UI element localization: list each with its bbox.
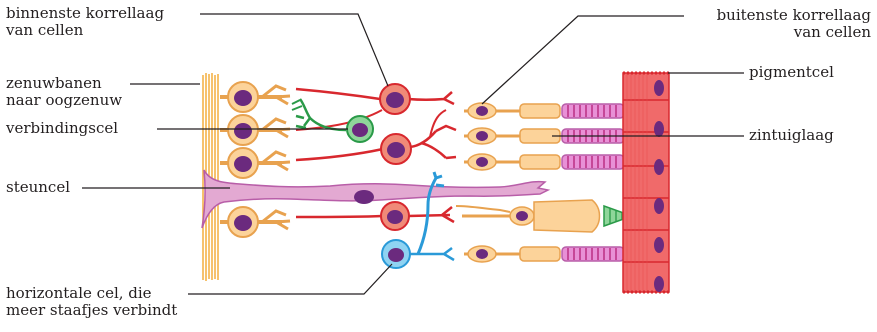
pigment-cells [622,71,670,294]
rod-cell [464,245,625,263]
bipolar-cell-bodies [379,83,412,231]
label-support-cell: steuncel [6,178,70,196]
rod-cells [464,102,625,263]
label-inner-nuclear-layer: binnenste korrellaag van cellen [6,4,165,39]
ganglion-cells [220,81,291,238]
horizontal-cell [381,171,455,269]
cone-cell [455,199,635,233]
connecting-cell [291,98,374,143]
bipolar-cells [295,87,457,224]
leader-lines [82,13,744,295]
ganglion-cell [220,81,291,113]
label-sensory-layer: zintuiglaag [749,126,834,144]
rod-cell [464,102,625,120]
support-cell-nucleus [354,190,374,204]
leader-outer-nuclear [481,15,684,105]
support-cell [201,169,551,229]
rod-cell [464,153,625,171]
label-pigment-cell: pigmentcel [749,63,834,81]
ganglion-cell [220,206,291,238]
label-outer-nuclear-layer: buitenste korrellaag van cellen [716,6,871,41]
label-nerve-fibers: zenuwbanen naar oogzenuw [6,74,123,109]
ganglion-cell [220,114,291,146]
ganglion-cell [220,147,291,179]
label-horizontal-cell: horizontale cel, die meer staafjes verbi… [6,284,178,319]
leader-inner-nuclear [200,13,389,87]
label-connecting-cell: verbindingscel [6,119,119,137]
leader-horizontal-cell [188,263,393,295]
